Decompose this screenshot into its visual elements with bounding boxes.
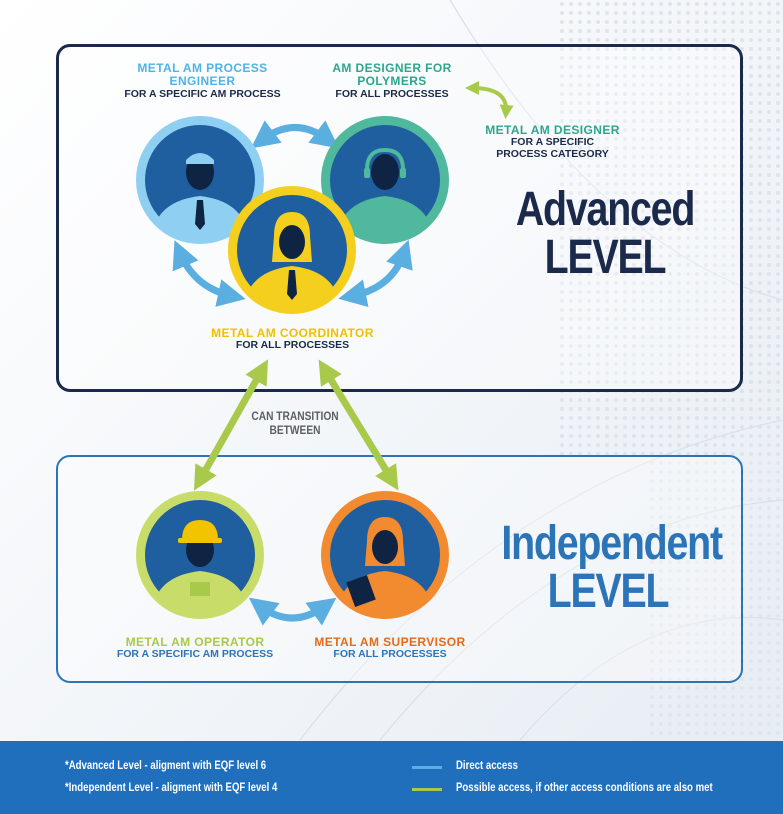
legend-direct-line — [412, 766, 442, 769]
transition-label: CAN TRANSITION BETWEEN — [251, 409, 339, 437]
coordinator-sub: FOR ALL PROCESSES — [235, 339, 350, 352]
supervisor-sub: FOR ALL PROCESSES — [333, 648, 447, 661]
arrow-operator-supervisor — [248, 597, 337, 626]
coordinator-avatar-icon — [228, 186, 356, 314]
advanced-word: Advanced — [515, 183, 696, 236]
engineer-sub: FOR A SPECIFIC AM PROCESS — [124, 87, 281, 100]
footer-bar: *Advanced Level - aligment with EQF leve… — [0, 741, 783, 814]
arrow-engineer-polymers — [250, 120, 340, 149]
arrow-polymers-coordinator — [338, 239, 413, 307]
engineer-avatar-icon — [136, 116, 264, 244]
supervisor-title: METAL AM SUPERVISOR — [314, 635, 466, 649]
metal-designer-sub: FOR A SPECIFIC PROCESS CATEGORY — [496, 136, 609, 161]
independent-word: Independent — [501, 517, 723, 570]
legend-direct-label: Direct access — [456, 758, 518, 772]
arrow-coordinator-operator — [193, 359, 269, 491]
coordinator-label: METAL AM COORDINATOR FOR ALL PROCESSES — [175, 326, 410, 352]
independent-level-word: LEVEL — [547, 565, 670, 618]
operator-sub: FOR A SPECIFIC AM PROCESS — [116, 648, 274, 661]
independent-level-heading: Independent LEVEL — [501, 517, 723, 618]
advanced-level-heading: Advanced LEVEL — [511, 186, 700, 282]
supervisor-avatar-icon — [321, 491, 449, 619]
arrow-engineer-coordinator — [172, 240, 246, 307]
arrow-polymers-metal-designer — [465, 81, 514, 119]
polymers-sub: FOR ALL PROCESSES — [335, 87, 449, 100]
coordinator-title: METAL AM COORDINATOR — [211, 326, 374, 340]
footer-note-independent: *Independent Level - aligment with EQF l… — [65, 780, 278, 794]
legend-possible-label: Possible access, if other access conditi… — [456, 780, 713, 794]
metal-designer-title: METAL AM DESIGNER — [485, 123, 620, 137]
operator-label: METAL AM OPERATOR FOR A SPECIFIC AM PROC… — [95, 635, 295, 661]
operator-avatar-icon — [136, 491, 264, 619]
metal-designer-label: METAL AM DESIGNER FOR A SPECIFIC PROCESS… — [465, 123, 640, 161]
designer-polymers-avatar-icon — [321, 116, 449, 244]
engineer-label: METAL AM PROCESS ENGINEER FOR A SPECIFIC… — [110, 61, 295, 101]
polymers-label: AM DESIGNER FOR POLYMERS FOR ALL PROCESS… — [312, 61, 472, 101]
legend-possible-line — [412, 788, 442, 791]
arrow-coordinator-supervisor — [318, 359, 399, 491]
operator-title: METAL AM OPERATOR — [125, 635, 265, 649]
advanced-level-word: LEVEL — [544, 231, 667, 284]
footer-note-advanced: *Advanced Level - aligment with EQF leve… — [65, 758, 267, 772]
polymers-title: AM DESIGNER FOR POLYMERS — [332, 61, 452, 89]
supervisor-label: METAL AM SUPERVISOR FOR ALL PROCESSES — [290, 635, 490, 661]
engineer-title: METAL AM PROCESS ENGINEER — [137, 61, 268, 89]
